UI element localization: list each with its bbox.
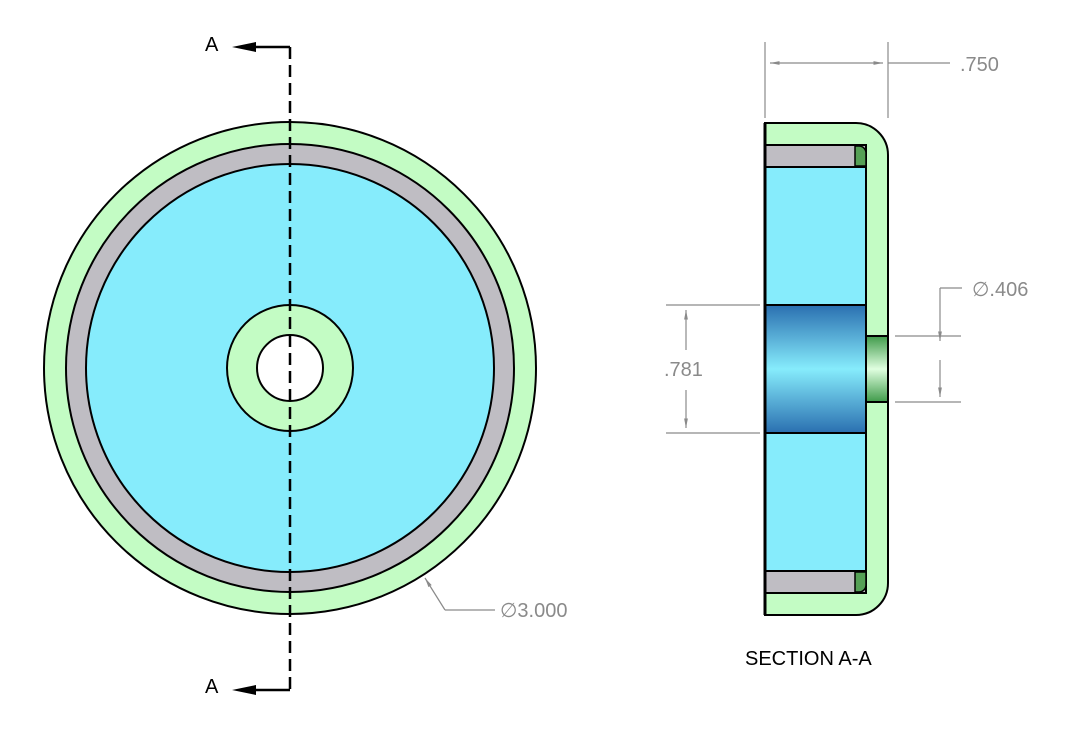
hole-section <box>865 335 889 403</box>
section-marker-bottom: A <box>205 676 219 698</box>
section-arrow-bottom-icon <box>232 685 256 695</box>
bore-dim <box>666 304 760 434</box>
thickness-dimension: .750 <box>960 54 999 76</box>
thickness-dim <box>764 42 950 118</box>
bore-diameter-dimension: .781 <box>664 359 703 381</box>
spacer-bottom <box>764 570 867 594</box>
section-marker-top: A <box>205 34 219 56</box>
section-view <box>763 122 889 616</box>
hole-dim <box>895 287 962 403</box>
section-arrow-top-icon <box>232 42 256 52</box>
od-leader <box>424 577 495 611</box>
bore-section <box>764 304 867 434</box>
section-title: SECTION A-A <box>745 648 872 670</box>
section-line <box>232 42 292 695</box>
hole-diameter-dimension: ∅.406 <box>972 279 1028 301</box>
outer-diameter-dimension: ∅3.000 <box>500 600 567 622</box>
spacer-top <box>764 144 867 168</box>
front-view <box>43 121 537 615</box>
